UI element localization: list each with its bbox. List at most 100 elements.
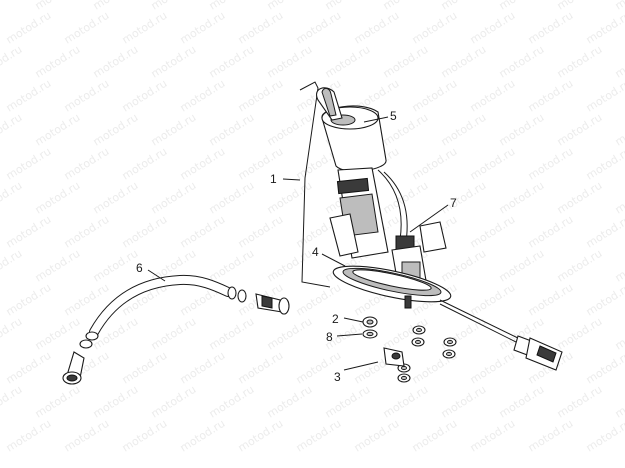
watermark-text: motod.ru: [410, 77, 460, 115]
watermark-text: motod.ru: [439, 179, 489, 217]
watermark-text: motod.ru: [62, 213, 112, 251]
watermark-text: motod.ru: [555, 179, 605, 217]
watermark-text: motod.ru: [236, 145, 286, 183]
watermark-text: motod.ru: [62, 9, 112, 47]
watermark-text: motod.ru: [526, 281, 576, 319]
watermark-text: motod.ru: [613, 43, 625, 81]
watermark-text: motod.ru: [613, 315, 625, 353]
washer-8: [362, 329, 378, 339]
watermark-text: motod.ru: [468, 281, 518, 319]
watermark-text: motod.ru: [178, 9, 228, 47]
watermark-text: motod.ru: [4, 349, 54, 387]
watermark-text: motod.ru: [555, 383, 605, 421]
watermark-text: motod.ru: [439, 0, 489, 13]
watermark-text: motod.ru: [497, 43, 547, 81]
watermark-text: motod.ru: [613, 179, 625, 217]
watermark-text: motod.ru: [497, 111, 547, 149]
watermark-text: motod.ru: [468, 77, 518, 115]
watermark-text: motod.ru: [323, 0, 373, 13]
watermark-text: motod.ru: [410, 9, 460, 47]
watermark-text: motod.ru: [526, 145, 576, 183]
watermark-text: motod.ru: [0, 43, 24, 81]
watermark-text: motod.ru: [33, 179, 83, 217]
watermark-text: motod.ru: [381, 315, 431, 353]
callout-2: 2: [332, 312, 339, 326]
watermark-text: motod.ru: [584, 77, 625, 115]
watermark-text: motod.ru: [468, 213, 518, 251]
watermark-text: motod.ru: [555, 111, 605, 149]
nut-2c: [443, 337, 457, 347]
washer-8b: [411, 337, 425, 347]
watermark-text: motod.ru: [468, 417, 518, 455]
watermark-text: motod.ru: [265, 383, 315, 421]
watermark-text: motod.ru: [439, 43, 489, 81]
watermark-text: motod.ru: [178, 77, 228, 115]
watermark-text: motod.ru: [178, 213, 228, 251]
watermark-text: motod.ru: [120, 77, 170, 115]
watermark-text: motod.ru: [120, 145, 170, 183]
watermark-text: motod.ru: [439, 247, 489, 285]
watermark-text: motod.ru: [323, 383, 373, 421]
watermark-text: motod.ru: [526, 213, 576, 251]
watermark-text: motod.ru: [178, 349, 228, 387]
callout-7: 7: [450, 196, 457, 210]
watermark-text: motod.ru: [555, 0, 605, 13]
watermark-text: motod.ru: [207, 247, 257, 285]
watermark-text: motod.ru: [294, 9, 344, 47]
watermark-text: motod.ru: [236, 349, 286, 387]
watermark-text: motod.ru: [91, 247, 141, 285]
clip-3: [383, 347, 405, 367]
watermark-text: motod.ru: [91, 179, 141, 217]
watermark-text: motod.ru: [0, 111, 24, 149]
watermark-text: motod.ru: [410, 417, 460, 455]
watermark-text: motod.ru: [468, 145, 518, 183]
nut-2b: [412, 325, 426, 335]
watermark-text: motod.ru: [265, 111, 315, 149]
watermark-text: motod.ru: [91, 111, 141, 149]
watermark-text: motod.ru: [584, 9, 625, 47]
wiring-harness: [439, 299, 563, 371]
watermark-text: motod.ru: [613, 247, 625, 285]
watermark-text: motod.ru: [468, 349, 518, 387]
watermark-text: motod.ru: [91, 0, 141, 13]
watermark-text: motod.ru: [497, 383, 547, 421]
watermark-text: motod.ru: [555, 43, 605, 81]
watermark-text: motod.ru: [352, 417, 402, 455]
washer-8c: [442, 349, 456, 359]
watermark-text: motod.ru: [265, 315, 315, 353]
watermark-text: motod.ru: [439, 111, 489, 149]
fuel-pump-assembly: [299, 81, 452, 309]
watermark-text: motod.ru: [178, 417, 228, 455]
watermark-text: motod.ru: [352, 9, 402, 47]
watermark-text: motod.ru: [584, 145, 625, 183]
nut-2: [362, 316, 378, 328]
watermark-text: motod.ru: [4, 417, 54, 455]
watermark-text: motod.ru: [207, 315, 257, 353]
watermark-text: motod.ru: [0, 383, 24, 421]
fuel-hose: [62, 274, 290, 385]
watermark-text: motod.ru: [91, 383, 141, 421]
watermark-text: motod.ru: [584, 213, 625, 251]
watermark-text: motod.ru: [0, 0, 24, 13]
watermark-text: motod.ru: [33, 383, 83, 421]
callout-3: 3: [334, 370, 341, 384]
watermark-text: motod.ru: [149, 383, 199, 421]
watermark-text: motod.ru: [584, 349, 625, 387]
watermark-text: motod.ru: [62, 417, 112, 455]
watermark-text: motod.ru: [178, 145, 228, 183]
watermark-text: motod.ru: [4, 281, 54, 319]
watermark-text: motod.ru: [381, 111, 431, 149]
watermark-text: motod.ru: [0, 315, 24, 353]
watermark-text: motod.ru: [33, 0, 83, 13]
watermark-text: motod.ru: [207, 111, 257, 149]
watermark-text: motod.ru: [207, 0, 257, 13]
watermark-text: motod.ru: [236, 77, 286, 115]
watermark-text: motod.ru: [91, 43, 141, 81]
watermark-text: motod.ru: [526, 77, 576, 115]
watermark-text: motod.ru: [4, 213, 54, 251]
watermark-text: motod.ru: [33, 43, 83, 81]
callout-4: 4: [312, 245, 319, 259]
watermark-text: motod.ru: [33, 315, 83, 353]
